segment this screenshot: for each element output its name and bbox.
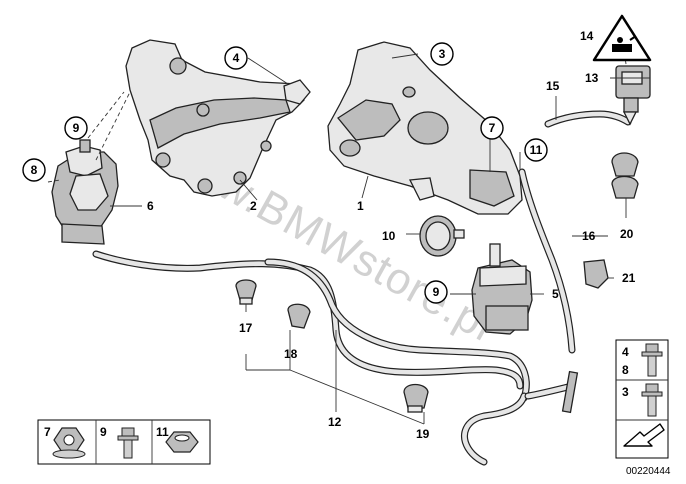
legend-label-3: 3 <box>622 385 629 399</box>
flange-bolt-icon <box>641 343 663 377</box>
hex-nut-icon <box>165 431 199 453</box>
label-14: 14 <box>580 29 594 43</box>
engine-bracket-part <box>125 39 311 197</box>
hex-bolt-icon <box>641 383 663 417</box>
right-engine-mount-part <box>471 243 533 335</box>
callout-3: 3 <box>430 42 454 66</box>
clip-17-part <box>235 279 257 305</box>
hose-lines-part <box>92 250 579 466</box>
legend-bottom: 7 9 11 <box>37 419 211 465</box>
label-1: 1 <box>357 199 364 213</box>
label-8: 8 <box>31 163 38 177</box>
legend-label-11: 11 <box>156 425 169 439</box>
callout-7: 7 <box>480 116 504 140</box>
label-18: 18 <box>284 347 298 361</box>
bolt-icon <box>117 427 139 459</box>
label-20: 20 <box>620 227 634 241</box>
legend-side: 4 8 3 <box>615 339 669 459</box>
damper-part <box>419 215 465 257</box>
clip-21-part <box>583 259 609 289</box>
label-9-left: 9 <box>73 121 80 135</box>
label-2: 2 <box>250 199 257 213</box>
label-13: 13 <box>585 71 599 85</box>
vacuum-hose-part <box>518 110 632 354</box>
label-11: 11 <box>530 143 543 157</box>
callout-4: 4 <box>224 46 248 70</box>
clip-19-part <box>403 383 429 413</box>
mount-plate-part <box>327 41 523 215</box>
label-17: 17 <box>239 321 253 335</box>
callout-9-right: 9 <box>424 280 448 304</box>
label-9-right: 9 <box>433 285 440 299</box>
clip-18-part <box>287 303 311 329</box>
label-3: 3 <box>439 47 446 61</box>
legend-label-7: 7 <box>44 425 51 439</box>
left-engine-mount-part <box>51 139 119 245</box>
flange-nut-icon <box>52 427 86 459</box>
label-7: 7 <box>489 121 496 135</box>
legend-label-4: 4 <box>622 345 629 359</box>
label-4: 4 <box>233 51 240 65</box>
legend-label-9: 9 <box>100 425 107 439</box>
label-12: 12 <box>328 415 342 429</box>
arrow-icon <box>623 423 665 447</box>
callout-9-left: 9 <box>64 116 88 140</box>
label-5: 5 <box>552 287 559 301</box>
leader-lines <box>47 43 650 425</box>
solenoid-valve-part <box>615 65 651 126</box>
label-15: 15 <box>546 79 560 93</box>
label-21: 21 <box>622 271 636 285</box>
image-id: 00220444 <box>626 466 671 477</box>
warning-triangle-icon <box>592 14 652 62</box>
label-10: 10 <box>382 229 396 243</box>
label-19: 19 <box>416 427 430 441</box>
legend-label-8: 8 <box>622 363 629 377</box>
label-6: 6 <box>147 199 154 213</box>
clip-20-part <box>611 152 639 199</box>
label-16: 16 <box>582 229 596 243</box>
callout-11: 11 <box>524 138 548 162</box>
callout-8: 8 <box>22 158 46 182</box>
